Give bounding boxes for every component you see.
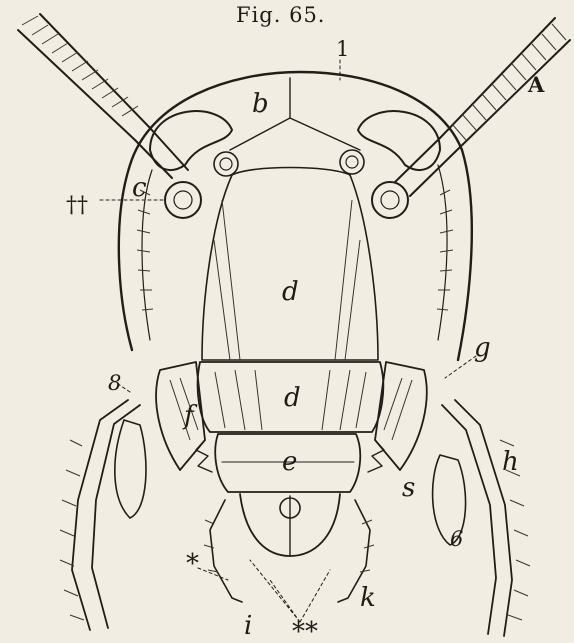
label-dagger: †† (66, 193, 88, 218)
head-capsule (119, 72, 472, 360)
label-i: i (244, 611, 252, 641)
label-d-upper: d (282, 277, 299, 307)
label-double-star: ** (292, 617, 318, 643)
frons (202, 168, 378, 361)
label-star: * (186, 549, 199, 579)
label-c: c (132, 173, 147, 203)
label-f: f (182, 401, 198, 431)
label-g: g (474, 333, 491, 363)
label-8: 8 (108, 371, 121, 395)
label-b: b (252, 89, 269, 119)
label-6: 6 (450, 527, 463, 551)
label-e: e (282, 447, 297, 477)
label-A: A (527, 72, 545, 97)
labium (240, 494, 340, 556)
left-antenna (18, 14, 188, 178)
label-d-lower: d (284, 383, 301, 413)
label-h: h (502, 447, 519, 477)
figure-title: Fig. 65. (236, 3, 325, 27)
labial-palps (204, 500, 374, 602)
leader-lines (100, 60, 476, 622)
label-k: k (360, 583, 376, 613)
label-1: 1 (336, 37, 349, 61)
label-s: s (402, 473, 415, 503)
